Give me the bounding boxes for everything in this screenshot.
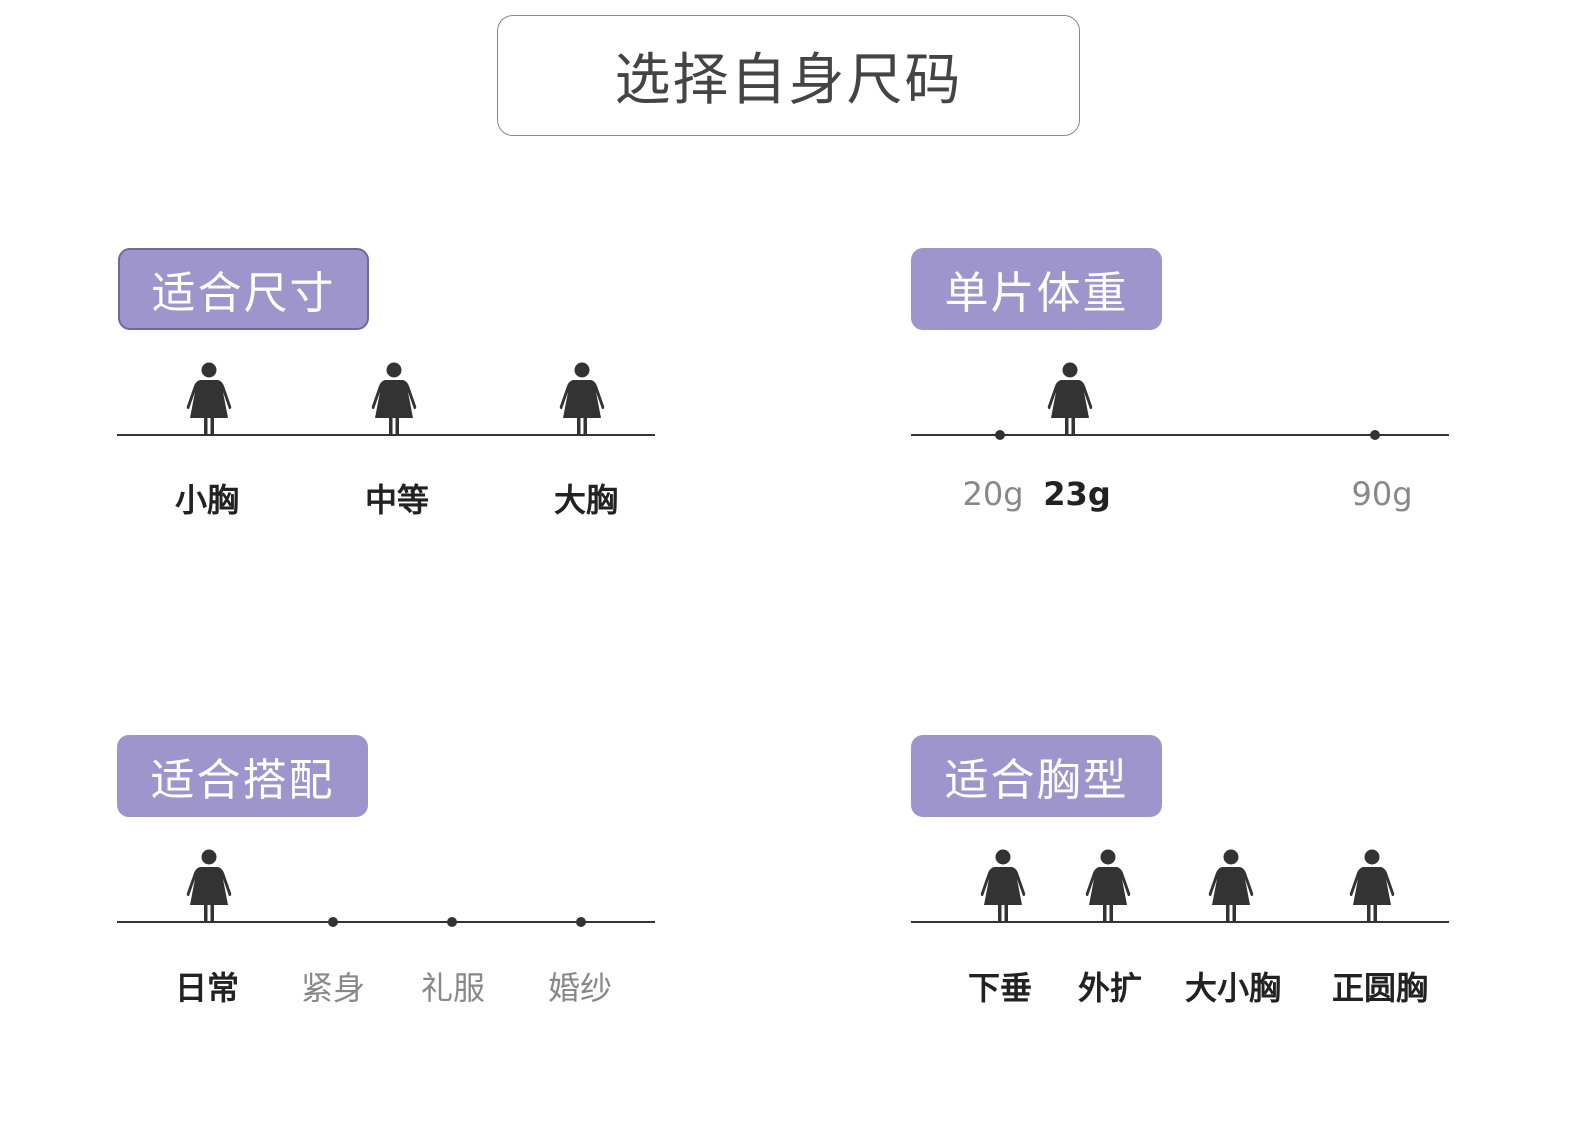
woman-icon — [1348, 849, 1396, 923]
size-option-label: 大胸 — [553, 481, 619, 519]
match-scale-line — [117, 921, 655, 923]
match-option-label: 日常 — [174, 969, 240, 1007]
shape-option-label: 大小胸 — [1184, 969, 1282, 1007]
match-option-label: 婚纱 — [547, 969, 613, 1007]
woman-icon — [1046, 362, 1094, 436]
page-title: 选择自身尺码 — [497, 15, 1080, 136]
shape-scale-line — [911, 921, 1449, 923]
weight-section-badge: 单片体重 — [911, 248, 1162, 330]
shape-option-label: 下垂 — [967, 969, 1033, 1007]
weight-option-label: 20g — [962, 475, 1024, 513]
woman-icon — [1207, 849, 1255, 923]
woman-icon — [558, 362, 606, 436]
size-option-label: 小胸 — [174, 481, 240, 519]
woman-icon — [370, 362, 418, 436]
woman-icon — [1084, 849, 1132, 923]
size-section-badge: 适合尺寸 — [118, 248, 369, 330]
woman-icon — [185, 362, 233, 436]
weight-scale-line — [911, 434, 1449, 436]
shape-option-label: 外扩 — [1077, 969, 1143, 1007]
woman-icon — [185, 849, 233, 923]
woman-icon — [979, 849, 1027, 923]
match-option-label: 紧身 — [300, 969, 366, 1007]
shape-option-label: 正圆胸 — [1331, 969, 1429, 1007]
weight-option-label: 23g — [1043, 475, 1111, 513]
size-option-label: 中等 — [364, 481, 430, 519]
shape-section-badge: 适合胸型 — [911, 735, 1162, 817]
size-scale-line — [117, 434, 655, 436]
match-option-label: 礼服 — [420, 969, 486, 1007]
weight-option-label: 90g — [1351, 475, 1413, 513]
match-section-badge: 适合搭配 — [117, 735, 368, 817]
